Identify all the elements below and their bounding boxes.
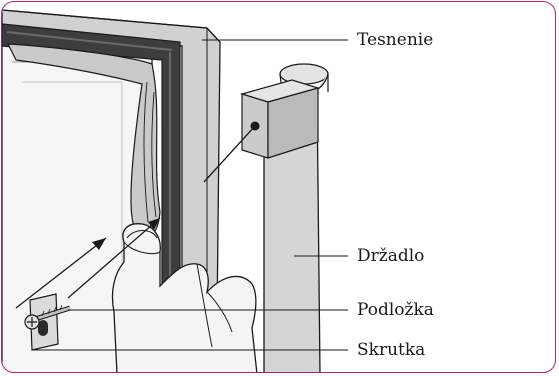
label-screw: Skrutka [357,342,425,359]
label-washer: Podložka [357,302,434,319]
door-handle-illustration [2,2,556,373]
label-handle: Držadlo [357,248,424,265]
label-gasket: Tesnenie [357,32,433,49]
